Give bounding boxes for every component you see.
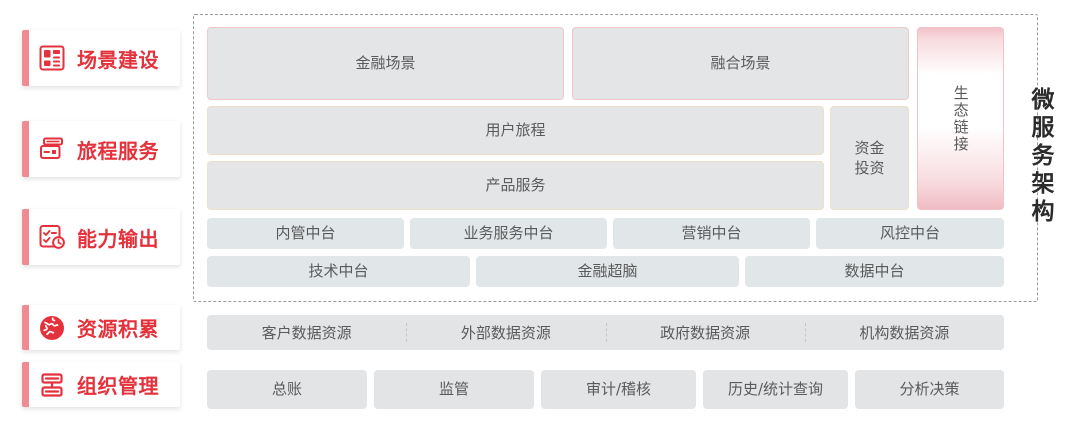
journey-box[interactable]: 用户旅程 bbox=[207, 106, 824, 155]
platform-box[interactable]: 数据中台 bbox=[745, 256, 1004, 287]
resource-cell[interactable]: 机构数据资源 bbox=[804, 315, 1004, 350]
governance-box[interactable]: 历史/统计查询 bbox=[703, 370, 848, 409]
governance-box[interactable]: 监管 bbox=[374, 370, 534, 409]
resource-cell[interactable]: 外部数据资源 bbox=[406, 315, 605, 350]
ecological-link-label: 生态链接 bbox=[951, 84, 970, 153]
sidebar-item-2[interactable]: 旅程服务 bbox=[22, 121, 180, 177]
governance-box[interactable]: 审计/稽核 bbox=[541, 370, 696, 409]
capital-investment-box[interactable]: 资金 投资 bbox=[830, 106, 909, 210]
architecture-title-text: 微服务架构 bbox=[1027, 87, 1053, 227]
dashboard-layout-icon bbox=[39, 45, 65, 71]
microservice-scope-frame bbox=[193, 14, 1038, 302]
sidebar-item-label: 能力输出 bbox=[77, 226, 159, 251]
sidebar-item-label: 资源积累 bbox=[77, 317, 159, 341]
sidebar: 场景建设旅程服务能力输出资源积累组织管理 bbox=[0, 0, 193, 441]
scenario-box[interactable]: 金融场景 bbox=[207, 27, 564, 100]
resource-cell[interactable]: 客户数据资源 bbox=[261, 324, 352, 342]
architecture-title: 微服务架构 bbox=[1022, 26, 1058, 288]
platform-box[interactable]: 技术中台 bbox=[207, 256, 470, 287]
scenario-box[interactable]: 融合场景 bbox=[572, 27, 909, 100]
platform-box[interactable]: 风控中台 bbox=[816, 218, 1004, 249]
sidebar-item-4[interactable]: 资源积累 bbox=[22, 305, 180, 350]
platform-box[interactable]: 金融超脑 bbox=[476, 256, 739, 287]
governance-box[interactable]: 分析决策 bbox=[855, 370, 1004, 409]
sidebar-item-label: 旅程服务 bbox=[77, 138, 159, 163]
sidebar-item-label: 场景建设 bbox=[77, 47, 159, 72]
platform-box[interactable]: 业务服务中台 bbox=[410, 218, 607, 249]
sidebar-item-3[interactable]: 能力输出 bbox=[22, 209, 180, 265]
resource-cell[interactable]: 政府数据资源 bbox=[605, 315, 805, 350]
sidebar-item-1[interactable]: 场景建设 bbox=[22, 30, 180, 86]
card-journey-icon bbox=[40, 137, 63, 159]
ecological-link-box[interactable]: 生态链接 bbox=[917, 27, 1004, 210]
governance-box[interactable]: 总账 bbox=[207, 370, 367, 409]
journey-box[interactable]: 产品服务 bbox=[207, 161, 824, 210]
resource-bar: 客户数据资源 外部数据资源政府数据资源机构数据资源 bbox=[207, 315, 1004, 350]
sidebar-item-5[interactable]: 组织管理 bbox=[22, 362, 180, 407]
checklist-clock-icon bbox=[39, 225, 65, 249]
globe-icon bbox=[40, 315, 64, 340]
org-chart-icon bbox=[41, 372, 63, 397]
sidebar-item-label: 组织管理 bbox=[77, 374, 159, 398]
platform-box[interactable]: 内管中台 bbox=[207, 218, 404, 249]
platform-box[interactable]: 营销中台 bbox=[613, 218, 810, 249]
